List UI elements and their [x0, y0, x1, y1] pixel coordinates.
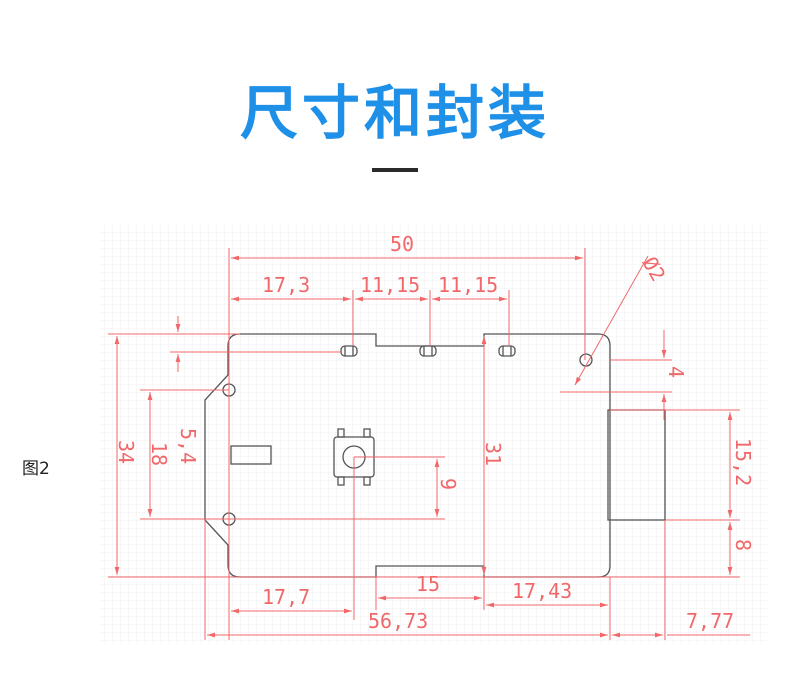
figure-label: 图2	[22, 459, 50, 479]
dim-button-offset: 9	[436, 478, 460, 490]
dim-right-top: 4	[664, 366, 688, 378]
grid-background	[100, 225, 768, 643]
dim-top-offset-c: 11,15	[438, 273, 498, 297]
dim-hole-spacing: 18	[147, 442, 171, 466]
dim-bottom-notch: 15	[416, 572, 440, 596]
dim-overall-width-top: 50	[390, 232, 414, 256]
page-title: 尺寸和封装	[239, 79, 550, 147]
dim-connector-overhang: 7,77	[686, 609, 734, 633]
dimension-lines	[108, 248, 750, 640]
dim-bottom-right: 17,43	[512, 579, 572, 603]
dimension-labels: 50 17,3 11,15 11,15 Ø2 34 18 5,4 9 31 4 …	[114, 232, 755, 633]
dim-offset-left-small: 5,4	[176, 428, 200, 464]
dim-connector-bottom: 8	[731, 539, 755, 551]
dim-bottom-left: 17,7	[262, 585, 310, 609]
dim-top-offset-b: 11,15	[360, 273, 420, 297]
dim-top-offset-a: 17,3	[262, 273, 310, 297]
dim-overall-width-bottom: 56,73	[368, 609, 428, 633]
dim-height-left: 34	[114, 440, 138, 464]
title-divider	[372, 168, 418, 172]
dim-height-mid: 31	[481, 442, 505, 466]
dim-connector-height: 15,2	[731, 438, 755, 486]
